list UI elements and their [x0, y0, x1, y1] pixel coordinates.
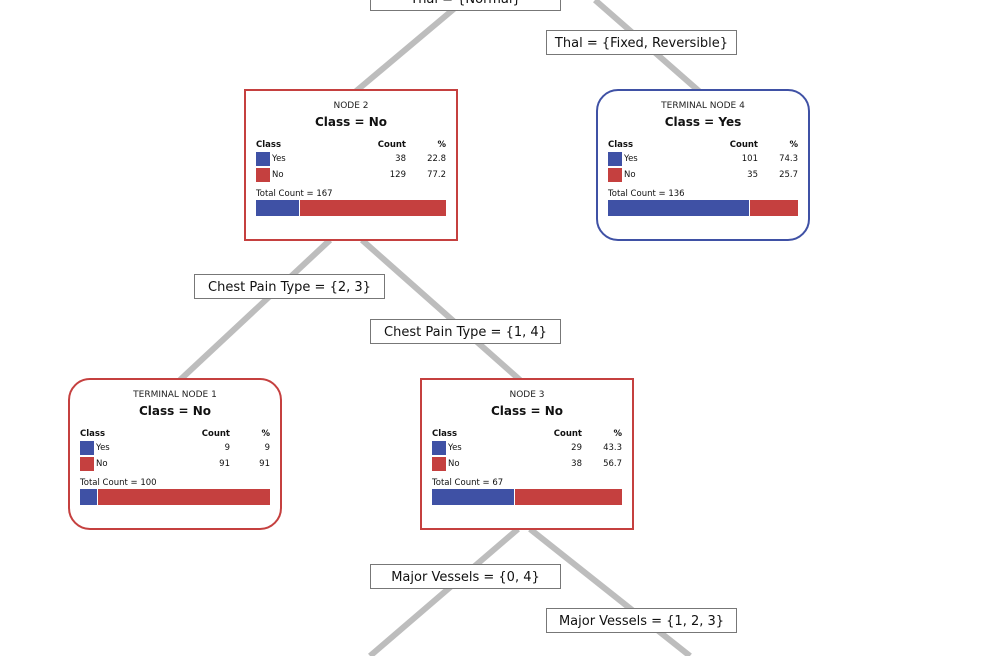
class-name: No [96, 459, 108, 469]
header-pct: % [261, 428, 270, 439]
bar-no [300, 200, 446, 216]
class-name: No [272, 170, 284, 180]
node-title: TERMINAL NODE 1 [133, 390, 217, 400]
table-row: No 129 77.2 [256, 167, 446, 183]
table-row: Yes 29 43.3 [432, 440, 622, 456]
class-bar [80, 489, 270, 505]
total-count: Total Count = 100 [80, 478, 157, 488]
header-count: Count [553, 428, 582, 439]
table-row: Yes 101 74.3 [608, 151, 798, 167]
legend-swatch [256, 152, 270, 166]
node-title: TERMINAL NODE 4 [661, 101, 745, 111]
bar-no [750, 200, 798, 216]
header-pct: % [789, 139, 798, 150]
split-label-thal-fixed: Thal = {Fixed, Reversible} [546, 30, 737, 55]
legend-swatch [432, 457, 446, 471]
table-row: Yes 38 22.8 [256, 151, 446, 167]
count: 129 [389, 170, 406, 180]
table-row: No 91 91 [80, 456, 270, 472]
node-class: Class = No [315, 115, 387, 129]
bar-no [98, 489, 270, 505]
table-row: Yes 9 9 [80, 440, 270, 456]
node-title: NODE 2 [333, 101, 369, 111]
class-name: No [448, 459, 460, 469]
percent: 9 [264, 443, 270, 453]
bar-yes [432, 489, 516, 505]
edge [368, 526, 520, 656]
bar-yes [256, 200, 301, 216]
count: 38 [395, 154, 406, 164]
bar-yes [608, 200, 751, 216]
header-pct: % [437, 139, 446, 150]
legend-swatch [80, 457, 94, 471]
split-label-major-vessels-123: Major Vessels = {1, 2, 3} [546, 608, 737, 633]
count: 35 [747, 170, 758, 180]
count: 29 [571, 443, 582, 453]
node-title: NODE 3 [509, 390, 545, 400]
class-name: Yes [272, 154, 286, 164]
total-count: Total Count = 167 [256, 189, 333, 199]
legend-swatch [256, 168, 270, 182]
header-count: Count [377, 139, 406, 150]
class-bar [432, 489, 622, 505]
percent: 43.3 [603, 443, 622, 453]
legend-swatch [80, 441, 94, 455]
header-class: Class [256, 139, 282, 150]
class-name: Yes [448, 443, 462, 453]
legend-swatch [608, 152, 622, 166]
legend-swatch [608, 168, 622, 182]
count: 9 [224, 443, 230, 453]
table-row: No 38 56.7 [432, 456, 622, 472]
count: 101 [741, 154, 758, 164]
header-class: Class [80, 428, 106, 439]
edge [360, 237, 522, 383]
bar-yes [80, 489, 99, 505]
header-pct: % [613, 428, 622, 439]
edge [528, 526, 692, 656]
legend-swatch [432, 441, 446, 455]
node-class: Class = No [491, 404, 563, 418]
class-bar [608, 200, 798, 216]
header-class: Class [608, 139, 634, 150]
bar-no [515, 489, 622, 505]
percent: 91 [259, 459, 270, 469]
percent: 22.8 [427, 154, 446, 164]
percent: 25.7 [779, 170, 798, 180]
header-count: Count [729, 139, 758, 150]
split-label-chest-pain-23: Chest Pain Type = {2, 3} [194, 274, 385, 299]
table-row: No 35 25.7 [608, 167, 798, 183]
class-name: Yes [624, 154, 638, 164]
split-label-thal-normal: Thal = {Normal} [370, 0, 561, 11]
edge [177, 237, 333, 383]
count: 38 [571, 459, 582, 469]
total-count: Total Count = 67 [432, 478, 504, 488]
split-label-major-vessels-04: Major Vessels = {0, 4} [370, 564, 561, 589]
count: 91 [219, 459, 230, 469]
class-name: No [624, 170, 636, 180]
node-class: Class = Yes [664, 115, 742, 129]
percent: 56.7 [603, 459, 622, 469]
split-label-chest-pain-14: Chest Pain Type = {1, 4} [370, 319, 561, 344]
total-count: Total Count = 136 [608, 189, 685, 199]
edge [353, 5, 457, 95]
class-bar [256, 200, 446, 216]
header-count: Count [201, 428, 230, 439]
node-class: Class = No [139, 404, 211, 418]
percent: 74.3 [779, 154, 798, 164]
header-class: Class [432, 428, 458, 439]
class-name: Yes [96, 443, 110, 453]
percent: 77.2 [427, 170, 446, 180]
